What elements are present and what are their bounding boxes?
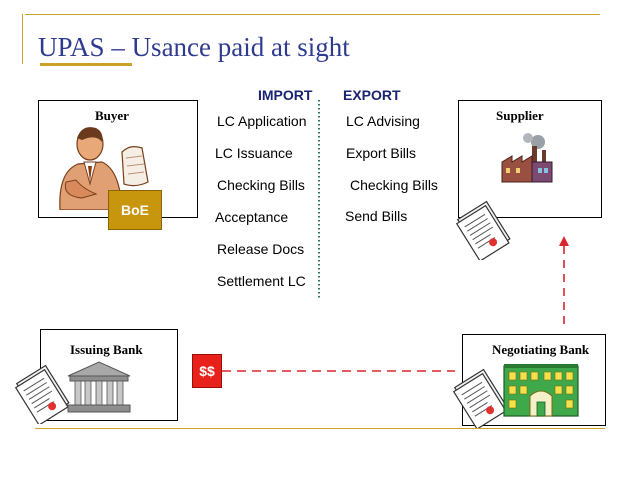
supplier-label: Supplier xyxy=(496,108,544,123)
title-underline xyxy=(40,63,132,66)
documents-icon xyxy=(452,368,508,428)
office-building-icon xyxy=(503,364,579,417)
boe-tag: BoE xyxy=(108,190,162,230)
import-step: Settlement LC xyxy=(217,273,306,289)
title-rest: – Usance paid at sight xyxy=(104,32,350,62)
import-export-divider xyxy=(318,100,320,300)
issuing-bank-label: Issuing Bank xyxy=(70,342,143,357)
slide-title: UPAS – Usance paid at sight xyxy=(38,32,350,63)
negotiating-bank-label: Negotiating Bank xyxy=(492,342,590,357)
import-step: Checking Bills xyxy=(217,177,305,193)
export-step: LC Advising xyxy=(346,113,420,129)
title-accent: UPAS xyxy=(38,32,105,62)
factory-icon xyxy=(501,133,553,183)
buyer-label: Buyer xyxy=(95,108,129,123)
bank-building-icon xyxy=(67,361,131,413)
documents-icon xyxy=(455,200,511,260)
import-step: Release Docs xyxy=(217,241,305,257)
documents-icon xyxy=(14,364,70,424)
import-step: Acceptance xyxy=(215,209,289,225)
export-step: Send Bills xyxy=(345,208,408,224)
export-step: Checking Bills xyxy=(350,177,438,193)
left-rule xyxy=(22,14,23,64)
import-header: IMPORT xyxy=(258,87,313,103)
export-step: Export Bills xyxy=(346,145,417,161)
bottom-rule xyxy=(35,428,605,429)
up-arrow-head xyxy=(559,236,569,246)
import-step: LC Application xyxy=(217,113,307,129)
export-header: EXPORT xyxy=(343,87,401,103)
top-rule xyxy=(25,14,600,15)
import-step: LC Issuance xyxy=(215,145,293,161)
payment-tag: $$ xyxy=(192,354,222,388)
